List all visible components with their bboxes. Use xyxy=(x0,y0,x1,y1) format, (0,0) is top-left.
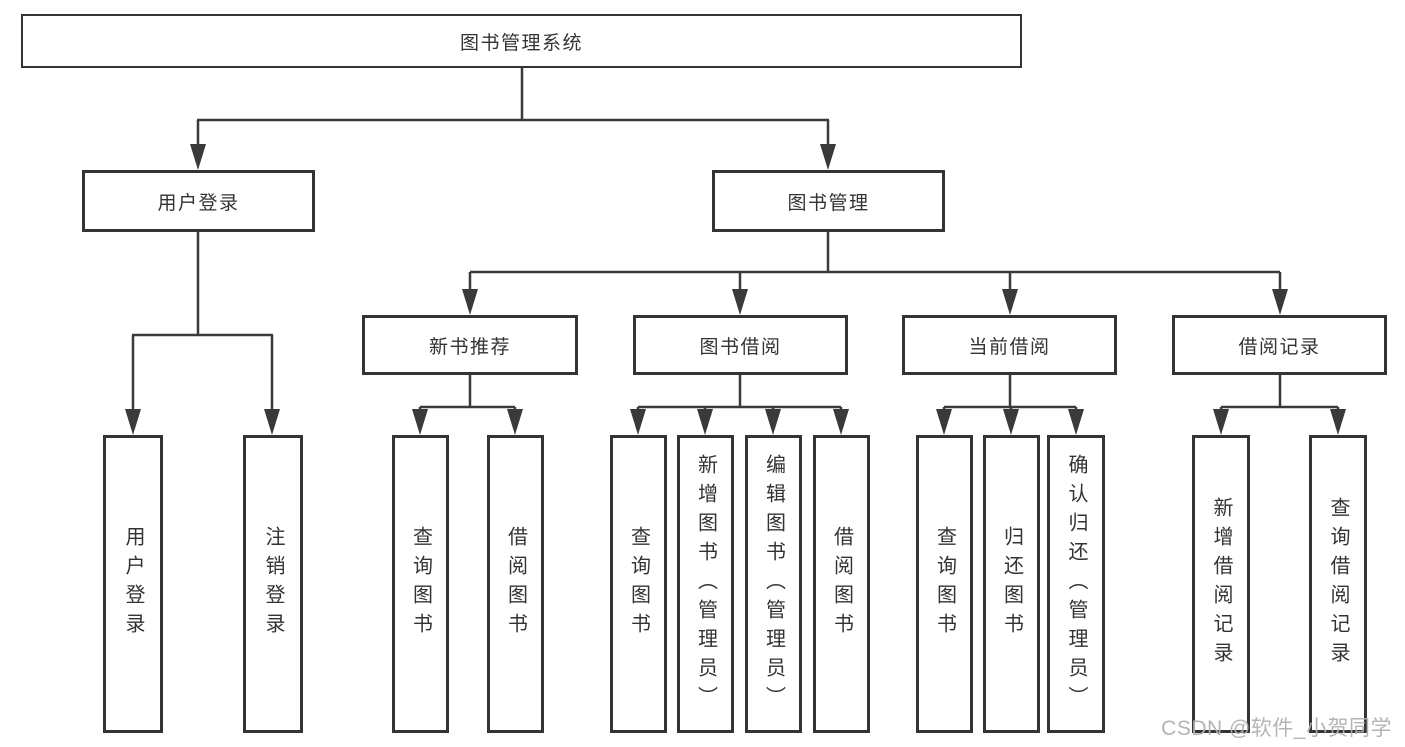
node-current-borrowing: 当前借阅 xyxy=(902,315,1117,375)
node-leaf-nb-query-books-label: 查询图书 xyxy=(409,526,432,642)
node-book-borrowing-label: 图书借阅 xyxy=(699,336,782,358)
node-user-login: 用户登录 xyxy=(82,170,315,232)
node-system: 图书管理系统 xyxy=(21,14,1022,68)
node-leaf-bb-add-books-admin: 新增图书（管理员） xyxy=(677,435,734,733)
node-current-borrowing-label: 当前借阅 xyxy=(968,336,1051,358)
node-leaf-cb-query-books-label: 查询图书 xyxy=(933,526,956,642)
node-user-login-label: 用户登录 xyxy=(157,192,240,214)
node-leaf-cb-confirm-return-admin-label: 确认归还（管理员） xyxy=(1065,453,1087,715)
node-leaf-user-login: 用户登录 xyxy=(103,435,163,733)
node-leaf-bb-edit-books-admin-label: 编辑图书（管理员） xyxy=(762,453,785,715)
node-leaf-nb-borrow-books: 借阅图书 xyxy=(487,435,544,733)
csdn-watermark: CSDN @软件_小贺同学 xyxy=(1161,717,1392,740)
node-new-book-recommend: 新书推荐 xyxy=(362,315,578,375)
node-system-label: 图书管理系统 xyxy=(459,32,583,54)
node-leaf-user-login-label: 用户登录 xyxy=(122,526,144,642)
node-book-management-label: 图书管理 xyxy=(787,192,870,214)
node-leaf-cb-query-books: 查询图书 xyxy=(916,435,973,733)
node-leaf-br-query-record: 查询借阅记录 xyxy=(1309,435,1367,733)
node-leaf-bb-edit-books-admin: 编辑图书（管理员） xyxy=(745,435,802,733)
node-leaf-cb-return-books: 归还图书 xyxy=(983,435,1040,733)
node-leaf-br-add-record: 新增借阅记录 xyxy=(1192,435,1250,733)
node-book-borrowing: 图书借阅 xyxy=(633,315,848,375)
node-leaf-nb-borrow-books-label: 借阅图书 xyxy=(504,526,527,642)
node-leaf-bb-query-books: 查询图书 xyxy=(610,435,667,733)
node-borrowing-records-label: 借阅记录 xyxy=(1238,336,1321,358)
node-new-book-recommend-label: 新书推荐 xyxy=(428,336,511,358)
node-leaf-logout-label: 注销登录 xyxy=(262,526,284,642)
node-leaf-cb-confirm-return-admin: 确认归还（管理员） xyxy=(1047,435,1105,733)
node-leaf-logout: 注销登录 xyxy=(243,435,303,733)
node-leaf-cb-return-books-label: 归还图书 xyxy=(1000,526,1023,642)
node-leaf-bb-query-books-label: 查询图书 xyxy=(627,526,650,642)
node-leaf-br-query-record-label: 查询借阅记录 xyxy=(1327,497,1349,671)
node-leaf-bb-borrow-books: 借阅图书 xyxy=(813,435,870,733)
node-book-management: 图书管理 xyxy=(712,170,945,232)
node-leaf-bb-add-books-admin-label: 新增图书（管理员） xyxy=(694,453,717,715)
node-leaf-br-add-record-label: 新增借阅记录 xyxy=(1210,497,1232,671)
node-leaf-nb-query-books: 查询图书 xyxy=(392,435,449,733)
node-leaf-bb-borrow-books-label: 借阅图书 xyxy=(830,526,853,642)
node-borrowing-records: 借阅记录 xyxy=(1172,315,1387,375)
